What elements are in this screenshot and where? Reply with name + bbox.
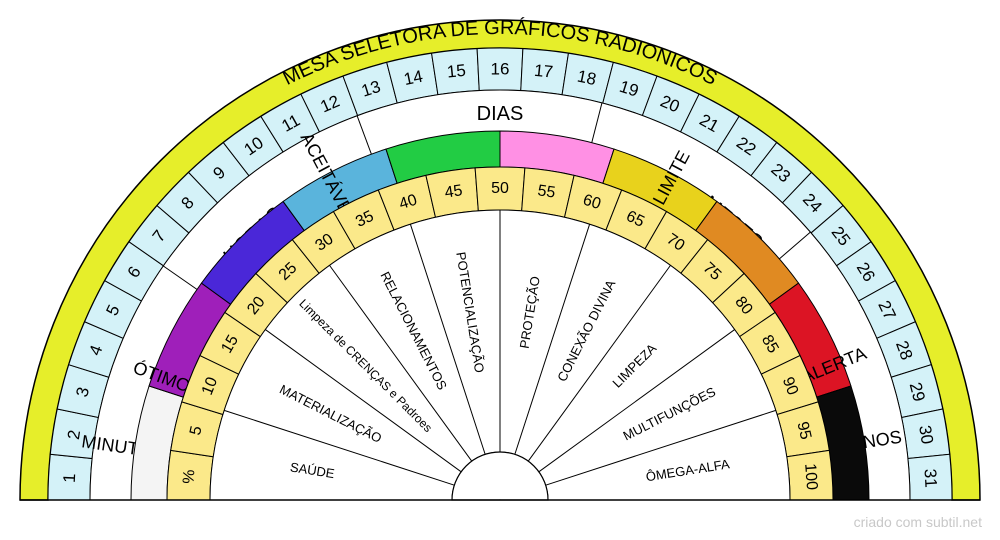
day-number: 17 bbox=[533, 61, 554, 82]
percent-value: 10 bbox=[199, 375, 221, 398]
percent-value: 45 bbox=[444, 182, 464, 201]
category-label: SAÚDE bbox=[289, 459, 336, 481]
day-number: 31 bbox=[920, 468, 940, 488]
category-spoke bbox=[224, 409, 455, 486]
percent-value: 100 bbox=[801, 463, 820, 491]
percent-value: 90 bbox=[779, 375, 801, 398]
footer-credit: criado com subtil.net bbox=[853, 514, 982, 530]
time-label: DIAS bbox=[477, 103, 524, 125]
day-number: 2 bbox=[64, 429, 84, 441]
day-number: 18 bbox=[576, 67, 598, 89]
percent-value: 5 bbox=[187, 424, 206, 437]
day-number: 14 bbox=[402, 67, 424, 89]
percent-value: 40 bbox=[397, 192, 419, 214]
percent-value: 55 bbox=[536, 182, 556, 201]
percent-value: 50 bbox=[491, 180, 509, 197]
day-number: 1 bbox=[60, 473, 79, 483]
day-number: 15 bbox=[446, 61, 467, 82]
day-number: 29 bbox=[906, 380, 929, 403]
center-hub bbox=[20, 451, 980, 501]
category-spoke bbox=[514, 224, 591, 455]
category-spoke bbox=[265, 329, 462, 473]
day-number: 19 bbox=[617, 77, 641, 101]
percent-value: 15 bbox=[218, 332, 242, 356]
percent-value: 60 bbox=[581, 192, 603, 214]
day-number: 30 bbox=[915, 424, 937, 446]
category-spoke bbox=[527, 265, 671, 462]
percent-value: 65 bbox=[623, 208, 647, 231]
day-number: 13 bbox=[359, 77, 383, 101]
category-spoke bbox=[545, 409, 776, 486]
percent-value: 95 bbox=[793, 420, 814, 441]
day-number: 3 bbox=[72, 385, 93, 399]
percent-value: 35 bbox=[353, 208, 377, 231]
percent-value: % bbox=[180, 469, 198, 484]
category-spoke bbox=[409, 224, 486, 455]
percent-value: 85 bbox=[758, 332, 782, 356]
category-spoke bbox=[329, 265, 473, 462]
category-spoke bbox=[538, 329, 735, 473]
day-number: 16 bbox=[491, 60, 510, 79]
